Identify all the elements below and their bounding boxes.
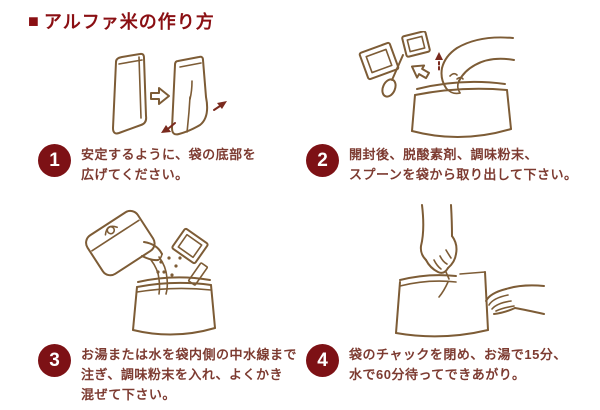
step3-number-badge: 3 bbox=[38, 344, 71, 377]
step1-spread-bag-illustration bbox=[112, 52, 227, 136]
step3-caption: 3 お湯または水を袋内側の中水線まで 注ぎ、調味粉末を入れ、よくかき 混ぜて下さ… bbox=[38, 344, 308, 405]
step2-line2: スプーンを袋から取り出して下さい。 bbox=[349, 167, 578, 182]
step4-caption: 4 袋のチャックを閉め、お湯で15分、 水で60分待ってできあがり。 bbox=[306, 344, 596, 385]
pull-out-arrow-icon bbox=[435, 52, 443, 72]
packet-strip-icon bbox=[188, 262, 208, 286]
step3-pour-water-illustration bbox=[85, 209, 216, 336]
spread-arrow-left-icon bbox=[161, 122, 176, 133]
deoxidizer-packet-icon bbox=[358, 41, 400, 81]
pinching-hand-icon bbox=[419, 204, 458, 280]
step2-number-badge: 2 bbox=[306, 144, 339, 177]
seasoning-packet-icon bbox=[401, 31, 431, 58]
step1-line2: 広げてください。 bbox=[81, 167, 189, 182]
spoon-icon bbox=[381, 54, 404, 98]
hand-icon bbox=[440, 36, 515, 95]
pouch-spread-icon bbox=[171, 55, 209, 136]
step3-line3: 混ぜて下さい。 bbox=[81, 387, 176, 402]
spread-arrow-right-icon bbox=[213, 101, 227, 111]
holding-hand-icon bbox=[485, 284, 545, 315]
step2-text: 開封後、脱酸素剤、調味粉末、 スプーンを袋から取り出して下さい。 bbox=[349, 144, 577, 185]
arrow-up-left-icon bbox=[410, 64, 431, 80]
step2-line1: 開封後、脱酸素剤、調味粉末、 bbox=[349, 147, 539, 162]
title-bullet-icon: ■ bbox=[28, 10, 40, 31]
step1-line1: 安定するように、袋の底部を bbox=[81, 147, 257, 162]
page-title-text: アルファ米の作り方 bbox=[43, 12, 215, 32]
zipper-bag-icon bbox=[395, 271, 489, 338]
step3-line2: 注ぎ、調味粉末を入れ、よくかき bbox=[81, 367, 283, 382]
powder-grains-icon bbox=[156, 256, 182, 277]
step4-line2: 水で60分待ってできあがり。 bbox=[349, 367, 526, 382]
step2-remove-items-illustration bbox=[358, 31, 515, 139]
step3-text: お湯または水を袋内側の中水線まで 注ぎ、調味粉末を入れ、よくかき 混ぜて下さい。 bbox=[81, 344, 297, 405]
step4-text: 袋のチャックを閉め、お湯で15分、 水で60分待ってできあがり。 bbox=[349, 344, 567, 385]
open-bag-icon bbox=[132, 276, 216, 336]
step4-close-zipper-illustration bbox=[395, 204, 545, 338]
step4-number-badge: 4 bbox=[306, 344, 339, 377]
open-bag-icon bbox=[411, 80, 512, 139]
page-title: ■ アルファ米の作り方 bbox=[28, 8, 215, 34]
step4-line1: 袋のチャックを閉め、お湯で15分、 bbox=[349, 347, 567, 362]
kettle-icon bbox=[85, 209, 156, 277]
step1-text: 安定するように、袋の底部を 広げてください。 bbox=[81, 144, 256, 185]
step1-caption: 1 安定するように、袋の底部を 広げてください。 bbox=[38, 144, 298, 185]
pouch-flat-icon bbox=[112, 52, 148, 135]
powder-packet-icon bbox=[171, 227, 209, 265]
step3-line1: お湯または水を袋内側の中水線まで bbox=[81, 347, 298, 362]
step2-caption: 2 開封後、脱酸素剤、調味粉末、 スプーンを袋から取り出して下さい。 bbox=[306, 144, 596, 185]
step1-number-badge: 1 bbox=[38, 144, 71, 177]
arrow-right-icon bbox=[150, 87, 170, 105]
